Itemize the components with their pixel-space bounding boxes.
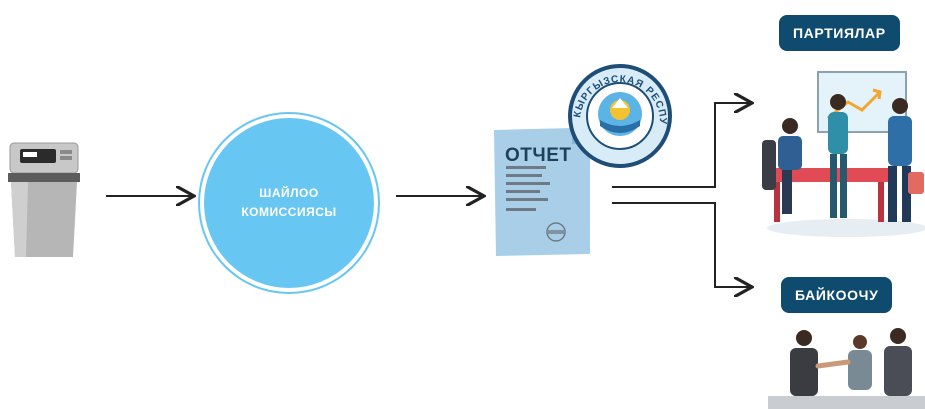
- commission-label: ШАЙЛОО КОМИССИЯСЫ: [241, 186, 337, 219]
- arrow-report-to-recipients: [612, 103, 750, 287]
- observer-badge: БАЙКООЧУ: [781, 277, 893, 313]
- business-meeting-illustration: [762, 71, 925, 237]
- ballot-box-icon: [8, 142, 80, 257]
- election-commission-node: ШАЙЛОО КОМИССИЯСЫ: [204, 118, 374, 288]
- report-title: ОТЧЕТ: [505, 145, 572, 166]
- state-emblem-stamp-icon: КЫРГЫЗСКАЯ РЕСПУБЛИКА: [562, 54, 672, 168]
- handshake-illustration: [768, 328, 925, 409]
- parties-badge: ПАРТИЯЛАР: [779, 15, 900, 51]
